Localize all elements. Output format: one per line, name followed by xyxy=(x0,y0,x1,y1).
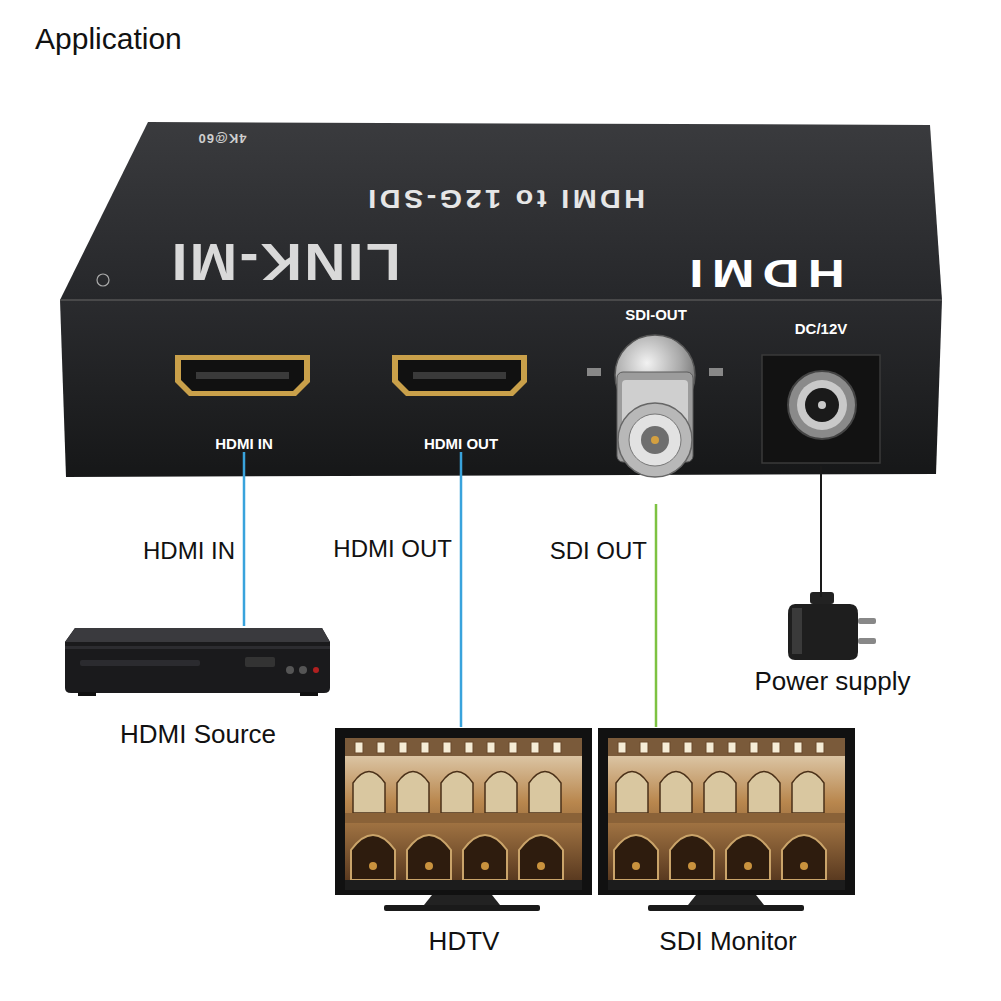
converter-box: HDMI to 12G-SDI LINK-MI 4K@60HDMI HDMI IN HD… xyxy=(62,120,940,478)
cable xyxy=(655,504,658,727)
hdtv: HDTV xyxy=(333,727,595,957)
sdi-port: SDI-OUT xyxy=(592,306,720,504)
power-supply: Power supply xyxy=(750,597,914,697)
hdmi-port: HDMI OUT xyxy=(385,348,537,452)
sdi-monitor-label: SDI Monitor xyxy=(659,926,796,957)
power-jack: DC/12V xyxy=(758,320,884,466)
hdmi-logo: HDMI xyxy=(681,251,844,294)
sdi-port-label: SDI-OUT xyxy=(625,306,687,323)
title: Application xyxy=(35,22,182,56)
power-supply-label: Power supply xyxy=(754,666,910,697)
cable xyxy=(460,452,463,727)
brand-label: LINK-MI xyxy=(169,232,400,292)
hdmi-port-label: HDMI IN xyxy=(215,435,273,452)
cable-label: HDMI IN xyxy=(142,537,236,565)
power-jack-label: DC/12V xyxy=(795,320,848,337)
model-label: HDMI to 12G-SDI xyxy=(365,184,645,213)
cable xyxy=(243,452,246,626)
hdmi-source-label: HDMI Source xyxy=(120,719,276,750)
hdmi-port-label: HDMI OUT xyxy=(424,435,498,452)
cable xyxy=(820,466,822,597)
sdi-monitor: SDI Monitor xyxy=(597,727,859,957)
hdmi-source: HDMI Source xyxy=(62,626,334,750)
cable-label: HDMI OUT xyxy=(332,535,453,563)
cable-label: SDI OUT xyxy=(549,537,648,565)
hdtv-label: HDTV xyxy=(429,926,500,957)
hdmi-port: HDMI IN xyxy=(170,348,318,452)
resolution-label: 4K@60 xyxy=(198,131,247,146)
